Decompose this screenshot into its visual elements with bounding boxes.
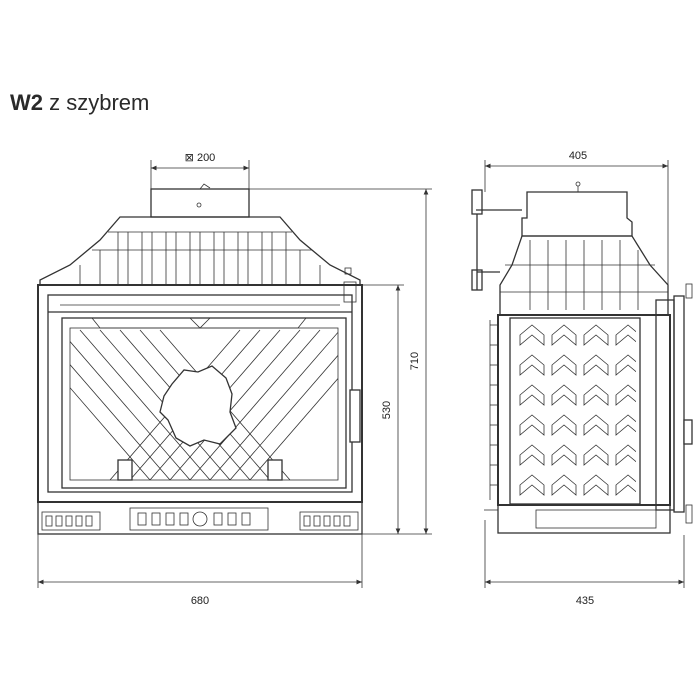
door-glass [61, 317, 347, 489]
grille-left [41, 511, 101, 531]
side-flue [521, 191, 633, 237]
side-dimensions [484, 160, 685, 588]
side-door-edge [655, 299, 675, 511]
front-dimensions [37, 160, 432, 588]
flame-outline [159, 365, 237, 447]
front-view [37, 183, 363, 535]
side-view [471, 181, 693, 534]
grille-right [299, 511, 359, 531]
diagram-title: W2 z szybrem [10, 90, 149, 116]
dim-label-total-height: 710 [409, 352, 421, 370]
hood-ribs [79, 232, 321, 285]
dim-label-side-top: 405 [569, 150, 587, 162]
rear-ribs [489, 320, 498, 500]
door-foot-left [117, 459, 133, 481]
side-base [497, 504, 671, 534]
dim-label-side-bottom: 435 [576, 595, 594, 607]
title-variant: z szybrem [49, 90, 150, 115]
ash-grille-panel [37, 501, 363, 535]
side-zigzag [519, 324, 636, 496]
side-handle [683, 419, 693, 445]
dim-label-front-width: 680 [191, 595, 209, 607]
door-foot-right [267, 459, 283, 481]
door-handle [349, 389, 361, 443]
title-model: W2 [10, 90, 50, 115]
air-control [129, 507, 269, 531]
dim-label-body-height: 530 [381, 401, 393, 419]
dim-label-flue: ⊠ 200 [185, 152, 216, 164]
damper-rod [471, 189, 522, 291]
